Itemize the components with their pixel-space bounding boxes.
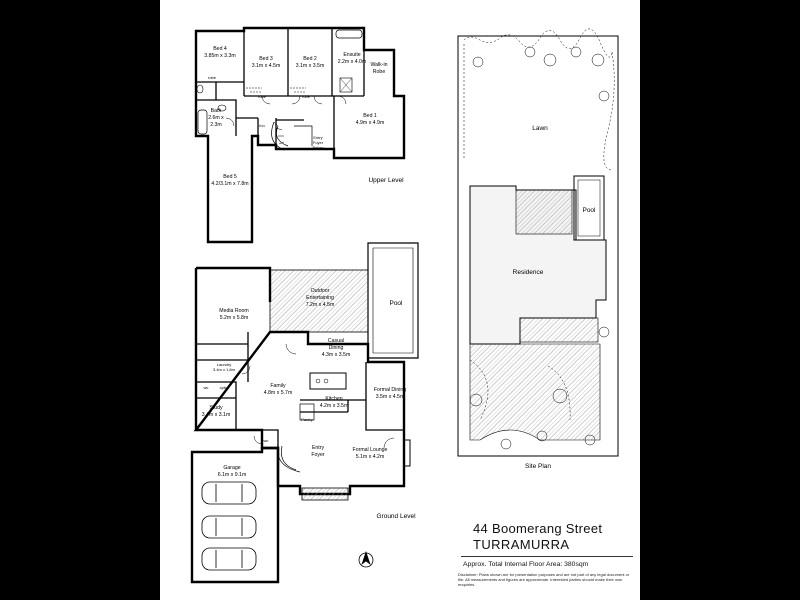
robe-label-bed2: robe (302, 94, 311, 99)
site-pool-label: Pool (582, 207, 596, 214)
room-bed5-dims: 4.2/3.1m x 7.8m (211, 181, 248, 187)
ground-level-label: Ground Level (376, 513, 416, 520)
room-entry-name2: Foyer (311, 452, 325, 458)
cpbd-label: cpbd (220, 385, 229, 390)
room-casual-name2: Dining (329, 345, 344, 351)
room-bed2-name: Bed 2 (303, 56, 317, 62)
room-bed3-name: Bed 3 (259, 56, 273, 62)
room-bath-dims: 2.6m x (208, 115, 224, 121)
room-family-name: Family (270, 383, 286, 389)
entry-void-name3: Below (313, 145, 324, 150)
room-formal-lounge-name: Formal Lounge (353, 447, 388, 453)
room-walkin-name2: Robe (373, 69, 386, 75)
room-laundry-name: Laundry (217, 362, 231, 367)
north-compass-icon (358, 551, 374, 568)
floorplan-sheet: Bed 4 3.85m x 3.3m Bed 3 3.1m x 4.5m Bed… (160, 0, 640, 600)
robe-label-bed3: robe (258, 94, 267, 99)
upper-level-plan (194, 26, 406, 244)
room-garage-name: Garage (223, 465, 240, 471)
room-study-name: Study (209, 405, 223, 411)
disclaimer: Disclaimer: Plans shown are for presenta… (458, 572, 630, 587)
upper-level-label: Upper Level (368, 177, 404, 184)
room-bath-dims2: 2.3m (210, 122, 222, 128)
title-divider (461, 556, 633, 557)
room-walkin-name: Walk-in (370, 62, 387, 68)
room-bed2-dims: 3.1m x 3.5m (296, 63, 325, 69)
room-bed4-dims: 3.85m x 3.3m (204, 53, 235, 59)
room-family-dims: 4.8m x 5.7m (264, 390, 293, 396)
wc-label: wc (204, 385, 209, 390)
room-entry-name: Entry (312, 445, 325, 451)
room-bed5-name: Bed 5 (223, 174, 237, 180)
room-outdoor-dims: 7.2m x 4.5m (306, 302, 335, 308)
ground-pool-label: Pool (389, 300, 403, 307)
room-bed1-dims: 4.9m x 4.9m (356, 120, 385, 126)
room-kitchen-name: Kitchen (325, 396, 342, 402)
room-casual-name: Casual (328, 338, 344, 344)
address-street: 44 Boomerang Street (473, 521, 603, 536)
room-outdoor-name: Outdoor (311, 288, 330, 294)
room-formal-lounge-dims: 5.1m x 4.2m (356, 454, 385, 460)
room-study-dims: 3.4m x 3.1m (202, 412, 231, 418)
compass-letter: N (365, 557, 368, 562)
address-suburb: TURRAMURRA (473, 537, 570, 552)
room-outdoor-name2: Entertaining (306, 295, 334, 301)
room-bed1-name: Bed 1 (363, 113, 377, 119)
room-formal-dining-name: Formal Dining (374, 387, 406, 393)
room-formal-dining-dims: 3.5m x 4.5m (376, 394, 405, 400)
room-ensuite-dims: 2.2m x 4.0m (338, 59, 367, 65)
floorplan-drawing: Bed 4 3.85m x 3.3m Bed 3 3.1m x 4.5m Bed… (190, 26, 619, 584)
room-media-name: Media Room (219, 308, 248, 314)
room-casual-dims: 4.3m x 3.5m (322, 352, 351, 358)
site-lawn-label: Lawn (532, 125, 548, 132)
site-residence-label: Residence (513, 269, 544, 276)
room-ensuite-name: Ensuite (343, 52, 360, 58)
entry-void-name: Entry (313, 135, 322, 140)
robe-label-bed4: robe (208, 75, 217, 80)
room-bed3-dims: 3.1m x 4.5m (252, 63, 281, 69)
ground-level-plan (190, 242, 419, 584)
room-kitchen-dims: 4.2m x 3.5m (320, 403, 349, 409)
linen-label: lnn (259, 123, 264, 128)
room-laundry-dims: 3.4m x 1.8m (213, 367, 236, 372)
room-bath-name: Bath (211, 108, 222, 114)
room-media-dims: 5.2m x 5.8m (220, 315, 249, 321)
room-pantry-name: Pantry (301, 417, 313, 422)
site-plan (457, 28, 619, 457)
floor-area: Approx. Total Internal Floor Area: 380sq… (463, 561, 589, 568)
room-bed4-name: Bed 4 (213, 46, 227, 52)
entry-void-name2: Foyer (313, 140, 324, 145)
room-garage-dims: 6.1m x 9.1m (218, 472, 247, 478)
site-plan-label: Site Plan (525, 463, 551, 470)
wc-label-entry: wc (264, 438, 269, 443)
